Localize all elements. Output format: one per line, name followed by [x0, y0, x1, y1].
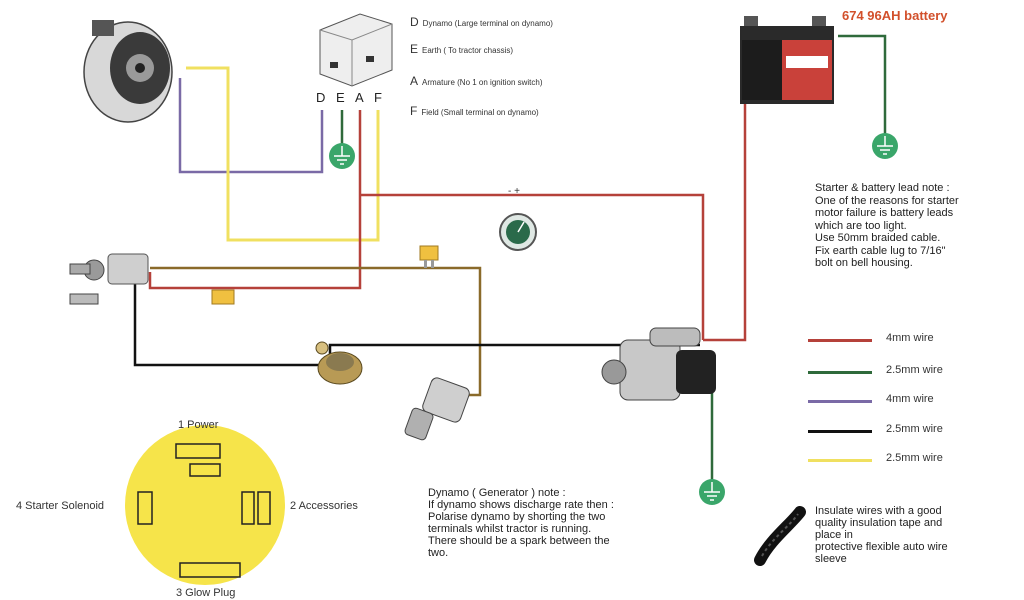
fuse-left-image: [211, 289, 235, 305]
legend-swatch: [808, 400, 872, 403]
wire-red-a-switch: [148, 110, 362, 290]
starter-note-title: Starter & battery lead note :: [815, 182, 950, 194]
pressure-switch-image: [315, 341, 363, 385]
earth-battery-icon: [872, 133, 898, 159]
wire-purple-dynamo-d: [178, 78, 324, 174]
ignition-switch-image: [69, 253, 149, 305]
legend-swatch: [808, 459, 872, 462]
dynamo-image: [83, 20, 173, 123]
starter-motor-image: [601, 327, 716, 401]
wire-red-battery-starter: [703, 90, 747, 342]
switch-label-accessories: 2 Accessories: [290, 500, 358, 512]
switch-label-power: 1 Power: [178, 419, 219, 431]
wire-green-battery-earth: [838, 34, 887, 135]
terminal-d: D: [316, 90, 326, 105]
legend-row: 4mm wire: [808, 393, 1008, 409]
starter-note: Starter & battery lead note : One of the…: [815, 182, 1015, 270]
wire-red-ammeter-starter: [360, 193, 705, 340]
legend-swatch: [808, 371, 872, 374]
legend-row: 2.5mm wire: [808, 423, 1008, 439]
glow-plug-image: [404, 377, 470, 441]
battery-image: [740, 16, 834, 104]
legend-row: 2.5mm wire: [808, 452, 1008, 468]
dynamo-note-title: Dynamo ( Generator ) note :: [428, 487, 566, 499]
earth-starter-icon: [699, 479, 725, 505]
insulate-note: Insulate wires with a good quality insul…: [815, 505, 948, 565]
switch-label-starter: 4 Starter Solenoid: [16, 500, 105, 512]
fuse-top-image: [419, 245, 439, 268]
legend-row: 4mm wire: [808, 332, 1008, 348]
terminal-f: F: [374, 90, 382, 105]
ammeter-image: [499, 213, 537, 251]
dynamo-note: Dynamo ( Generator ) note : If dynamo sh…: [428, 487, 678, 559]
wire-brown-switch-glow: [150, 266, 482, 397]
ammeter-signs: - +: [508, 186, 520, 197]
wire-yellow-dynamo-f: [186, 66, 380, 242]
legend-swatch: [808, 430, 872, 433]
switch-face-diagram: [125, 425, 285, 585]
battery-title: 674 96AH battery: [842, 8, 948, 23]
earth-regulator-icon: [329, 143, 355, 169]
regulator-box-image: [319, 13, 393, 87]
legend-swatch: [808, 339, 872, 342]
wire-sleeve-image: [754, 506, 806, 566]
legend-row: 2.5mm wire: [808, 364, 1008, 380]
terminal-e: E: [336, 90, 345, 105]
switch-label-glow: 3 Glow Plug: [176, 587, 236, 599]
terminal-a: A: [355, 90, 364, 105]
